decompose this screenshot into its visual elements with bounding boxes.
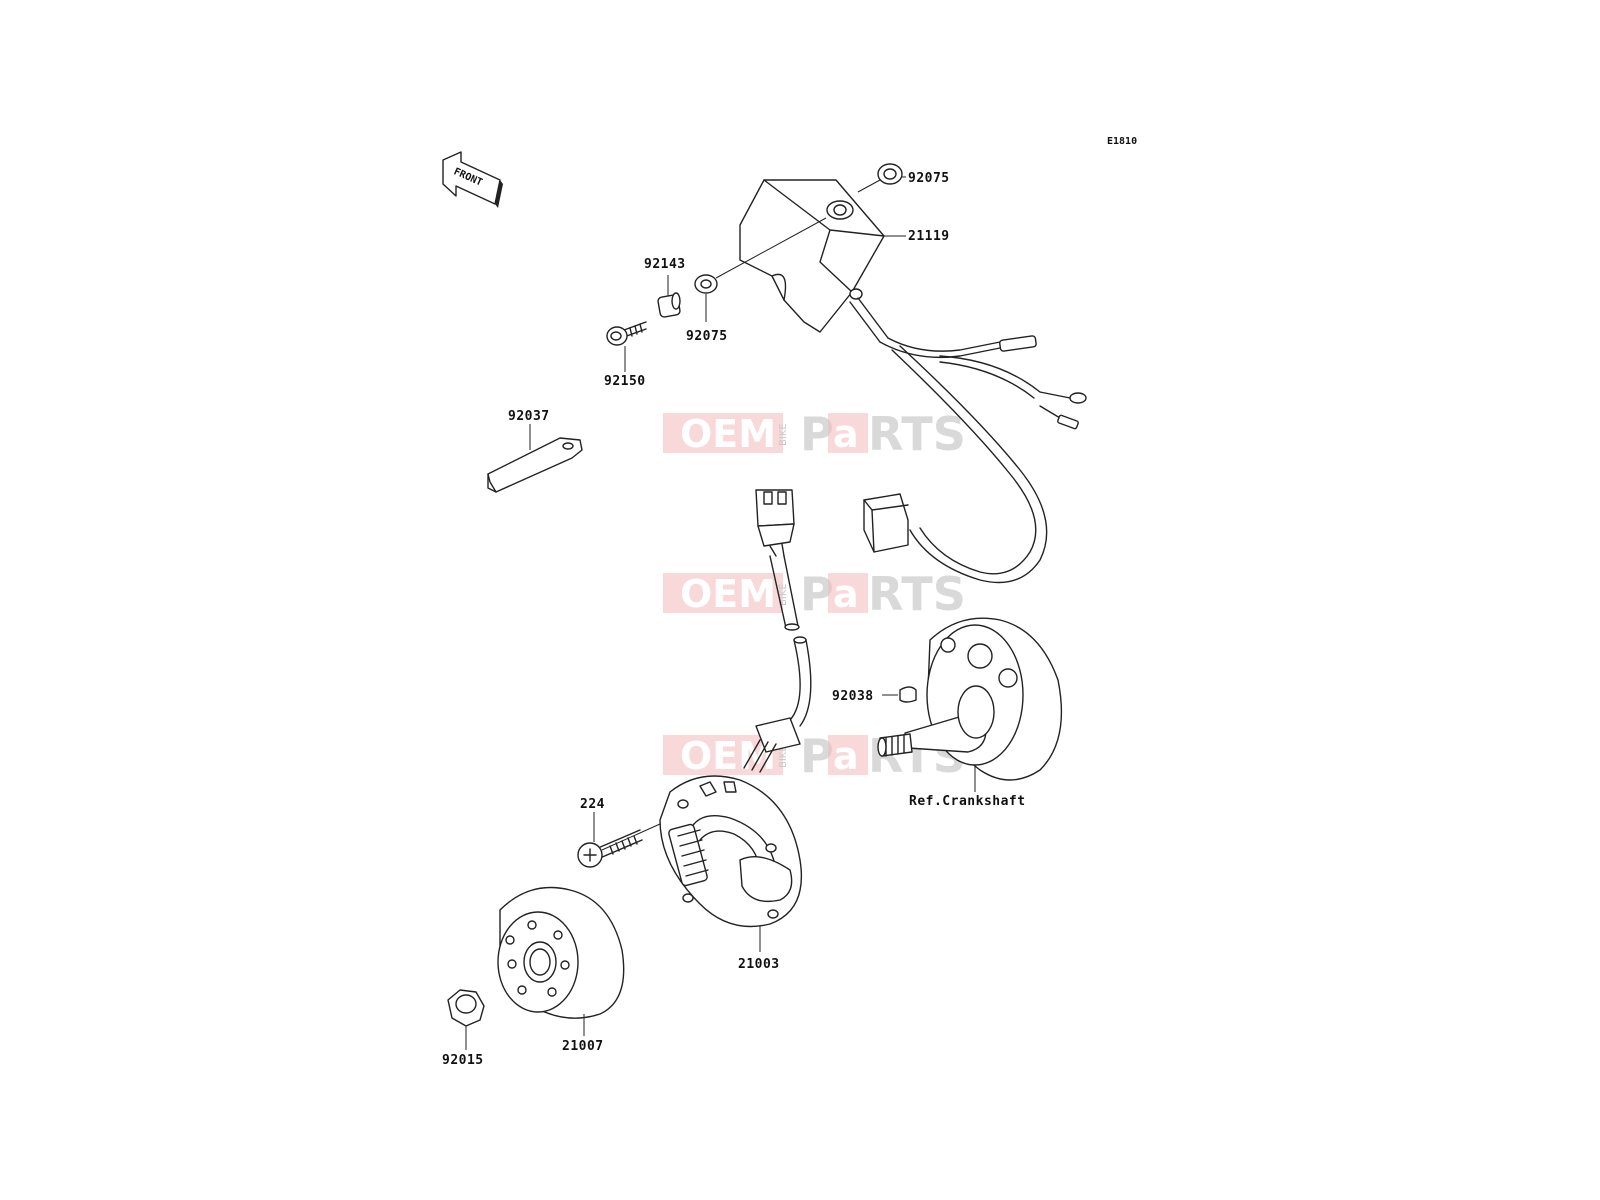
label-reference: Ref.Crankshaft: [909, 794, 1026, 809]
label-key[interactable]: 92038: [832, 689, 874, 704]
label-cdi-unit[interactable]: 21119: [908, 229, 950, 244]
label-clamp[interactable]: 92037: [508, 409, 550, 424]
label-nut[interactable]: 92015: [442, 1053, 484, 1068]
watermark-1: OEM BIKE P a RTS: [663, 407, 966, 461]
label-stator[interactable]: 21003: [738, 957, 780, 972]
label-screw[interactable]: 224: [580, 797, 605, 812]
nut[interactable]: [447, 989, 485, 1027]
stator-connector: [743, 489, 812, 773]
crankshaft: [877, 617, 1063, 781]
diagram-code: E1810: [1107, 136, 1137, 147]
watermark-a: a: [833, 412, 859, 456]
screw[interactable]: [577, 829, 643, 868]
label-grommet-lower[interactable]: 92075: [686, 329, 728, 344]
watermark-bike: BIKE: [778, 745, 789, 768]
cdi-unit[interactable]: [739, 179, 885, 333]
watermark-a: a: [833, 734, 859, 778]
leader-lines: [465, 176, 976, 1050]
label-flywheel[interactable]: 21007: [562, 1039, 604, 1054]
watermark-2: OEM BIKE P a RTS: [663, 567, 966, 621]
flywheel[interactable]: [497, 886, 625, 1019]
front-arrow-icon: FRONT: [442, 151, 503, 208]
clamp[interactable]: [487, 437, 583, 493]
cdi-harness: [849, 297, 1087, 584]
key[interactable]: [899, 686, 917, 703]
label-bolt[interactable]: 92150: [604, 374, 646, 389]
watermark-oem: OEM: [680, 572, 776, 616]
collar[interactable]: [657, 292, 681, 318]
bolt[interactable]: [606, 321, 647, 346]
watermark-rts: RTS: [868, 407, 966, 461]
grommet-lower[interactable]: [694, 274, 718, 294]
label-collar[interactable]: 92143: [644, 257, 686, 272]
watermark-rts: RTS: [868, 567, 966, 621]
watermark-a: a: [833, 572, 859, 616]
watermark-bike: BIKE: [778, 423, 789, 446]
label-grommet-top[interactable]: 92075: [908, 171, 950, 186]
stator[interactable]: [659, 775, 803, 928]
watermark-oem: OEM: [680, 412, 776, 456]
watermark-bike: BIKE: [778, 583, 789, 606]
grommet-top[interactable]: [877, 163, 903, 185]
